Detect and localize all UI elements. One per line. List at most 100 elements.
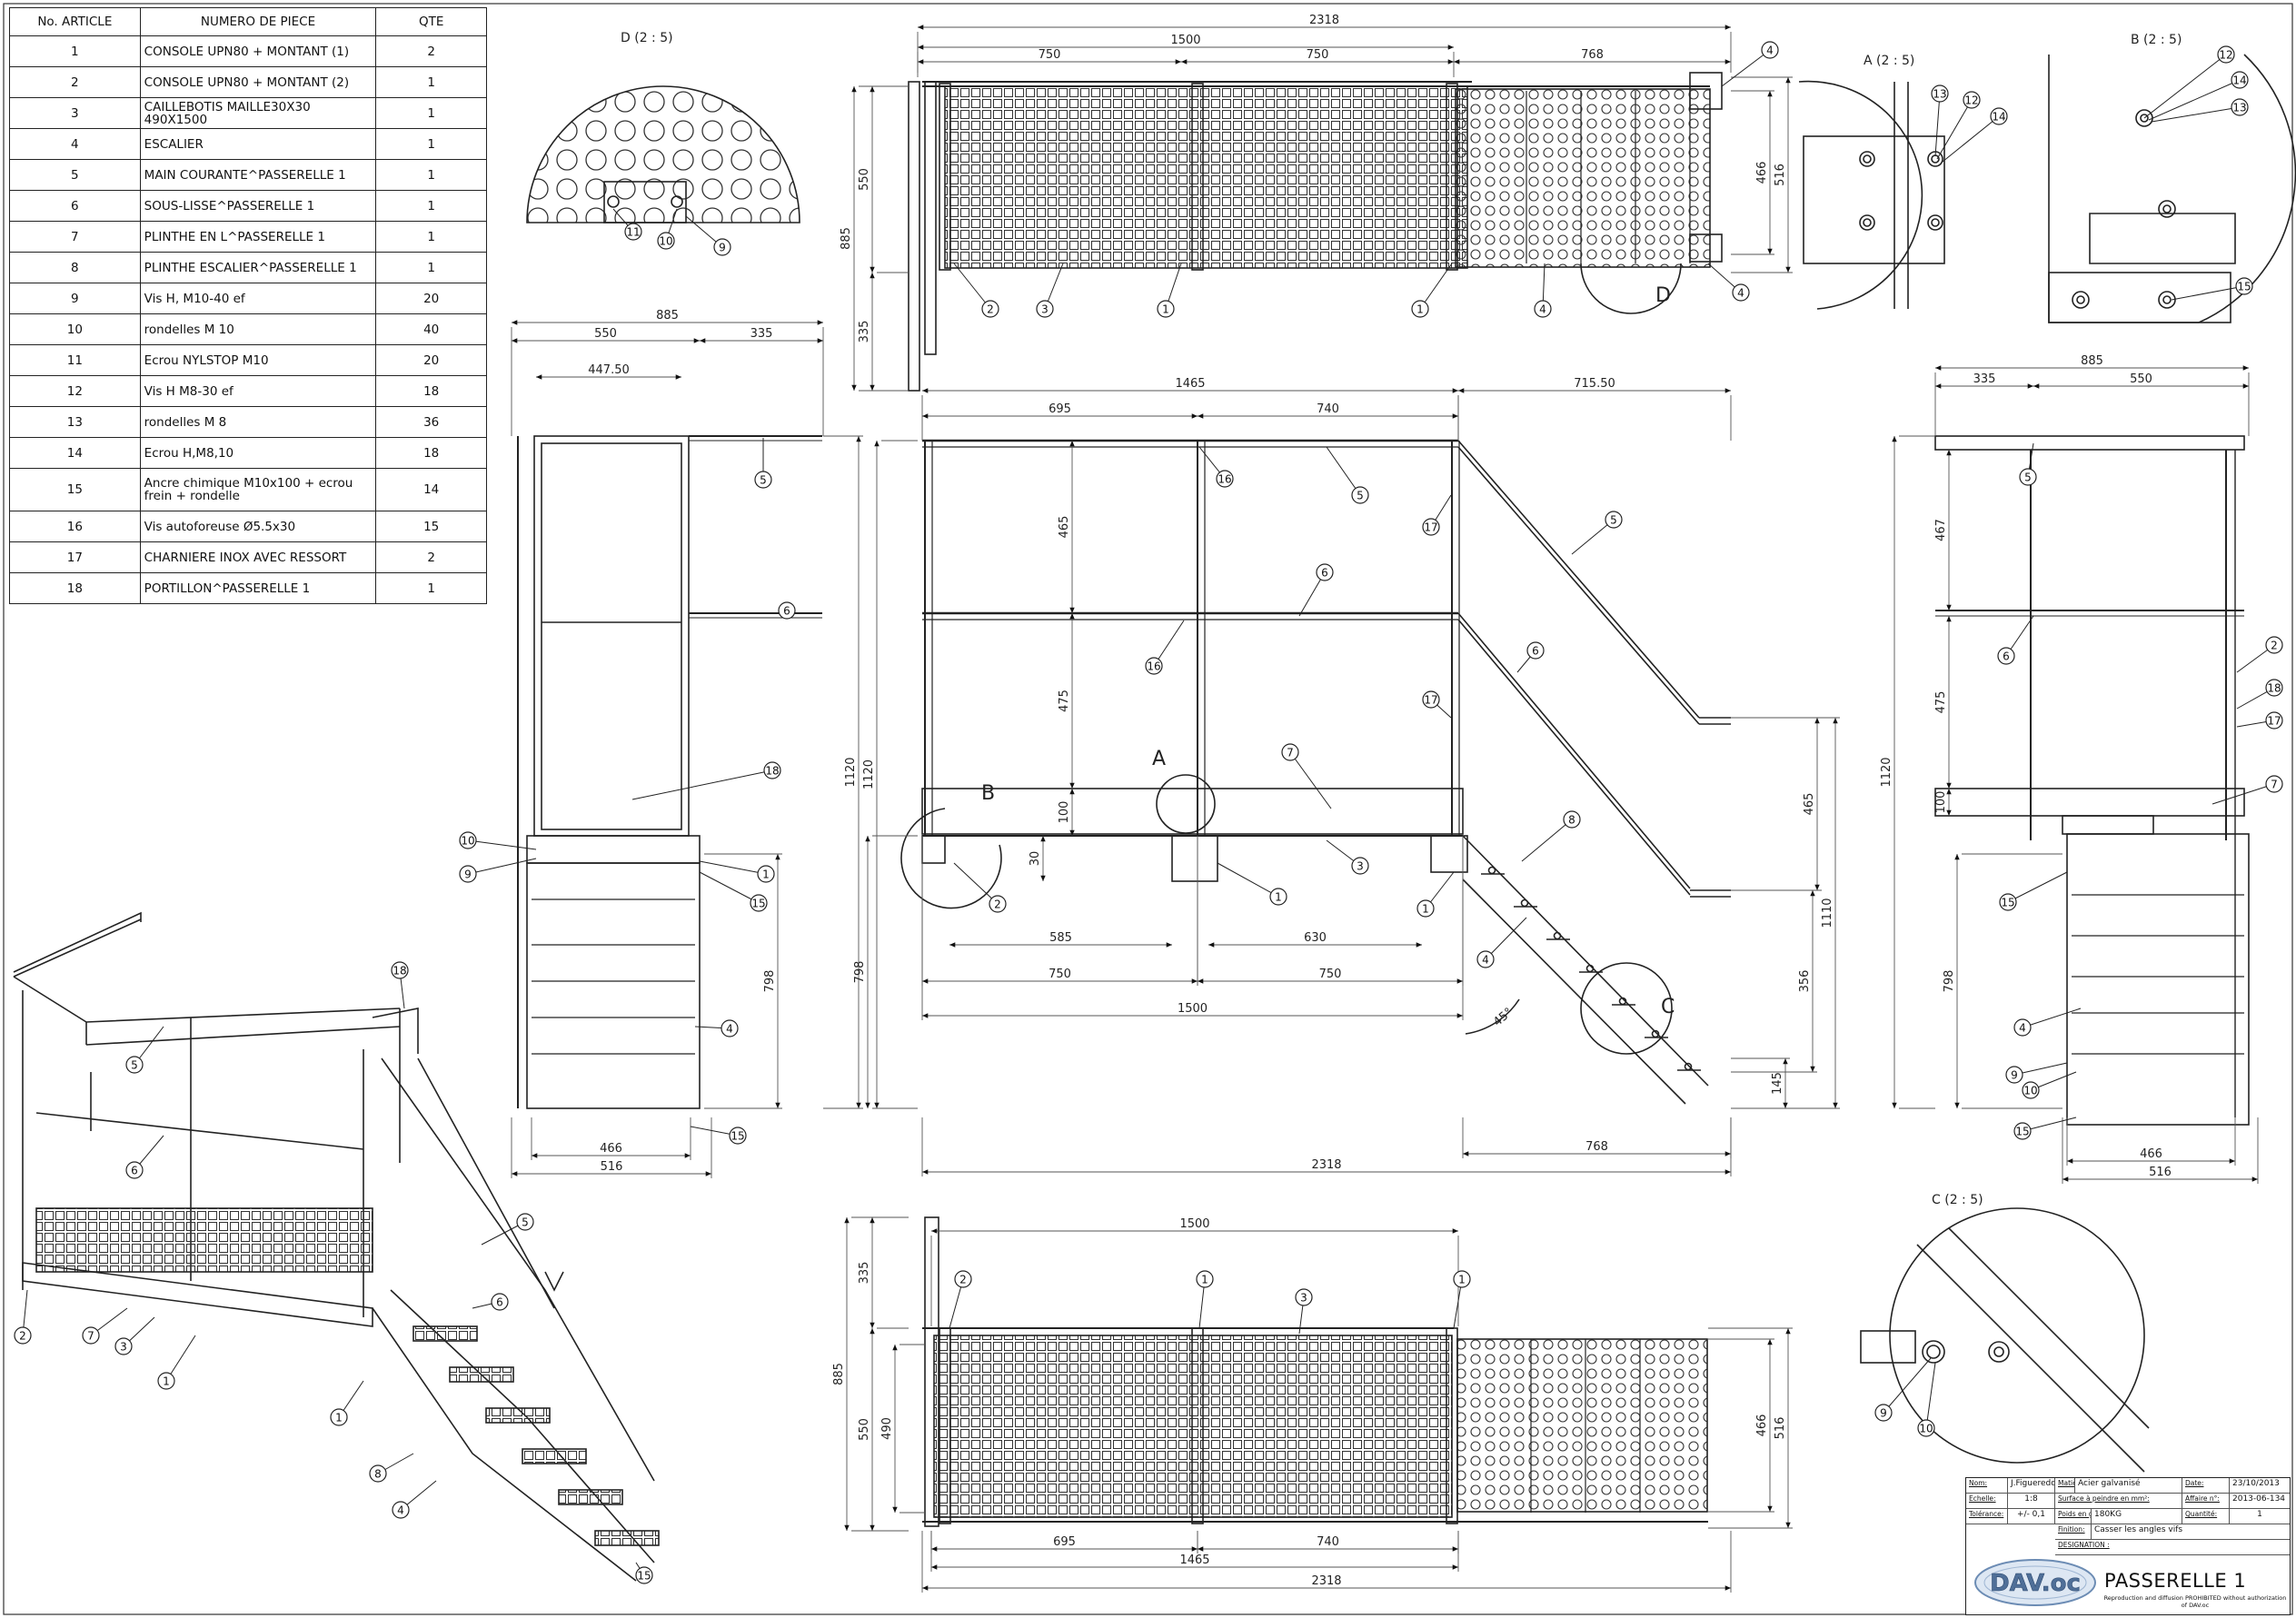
part-balloon: 6 — [1997, 615, 2034, 665]
svg-text:14: 14 — [1992, 111, 2005, 124]
dimension-vertical — [823, 435, 863, 1109]
dimension-value: 768 — [1581, 48, 1604, 62]
detail-a-marker-circle — [1156, 774, 1216, 834]
bom-article-no: 6 — [9, 190, 141, 222]
dimension-value: 516 — [601, 1160, 623, 1174]
dimension-vertical — [870, 1327, 909, 1532]
dimension-vertical — [1708, 1327, 1793, 1529]
bottom-post — [1191, 1327, 1204, 1524]
bom-article-no: 1 — [9, 35, 141, 67]
part-balloon: 4 — [1721, 41, 1779, 87]
dimension-value: 466 — [1755, 162, 1769, 184]
part-balloon: 13 — [1931, 84, 1949, 157]
right-toeboard — [1934, 788, 2245, 817]
bom-article-no: 9 — [9, 283, 141, 314]
part-balloon: 1 — [330, 1380, 364, 1426]
iso-rail-2 — [13, 918, 142, 978]
bottom-post — [1446, 1327, 1458, 1524]
svg-text:10: 10 — [659, 235, 672, 248]
bolt-circle — [1651, 1029, 1660, 1038]
gate-frame — [533, 435, 690, 837]
svg-text:15: 15 — [2237, 281, 2251, 293]
part-balloon: 18 — [631, 761, 781, 800]
svg-text:4: 4 — [1737, 287, 1744, 300]
detail-c-title: C (2 : 5) — [1932, 1193, 1983, 1207]
stair-treads-top — [1455, 88, 1711, 268]
outline-path — [417, 1057, 555, 1309]
part-balloon: 5 — [754, 438, 772, 489]
front-toeboard — [921, 788, 1464, 835]
svg-text:17: 17 — [1424, 694, 1437, 707]
svg-text:1: 1 — [1458, 1274, 1466, 1286]
part-balloon: 3 — [1295, 1288, 1313, 1335]
part-balloon: 6 — [125, 1135, 164, 1179]
bolt-circle — [2162, 204, 2172, 213]
iso-tread — [594, 1530, 660, 1546]
bolt-circle — [1585, 964, 1595, 973]
part-balloon: 2 — [953, 263, 999, 318]
part-balloon: 10 — [657, 208, 678, 250]
bottom-stair-treads — [1456, 1338, 1708, 1513]
iso-toeboard — [22, 1262, 373, 1327]
part-balloon: 8 — [1521, 810, 1581, 862]
bom-quantity: 2 — [375, 541, 487, 573]
dimension-value: 466 — [1755, 1415, 1769, 1437]
iso-deck — [35, 1207, 373, 1273]
dimension-value: 768 — [1585, 1140, 1608, 1154]
part-balloon: 4 — [1707, 263, 1750, 302]
part-balloon: 10 — [459, 831, 537, 850]
bolt-circle — [2076, 295, 2085, 304]
svg-text:4: 4 — [397, 1504, 404, 1517]
tb-echelle: 1:8 — [2024, 1494, 2038, 1504]
right-stair — [2066, 833, 2250, 1126]
svg-text:3: 3 — [1300, 1292, 1307, 1305]
svg-text:1: 1 — [1416, 303, 1424, 316]
bom-header-article: No. ARTICLE — [9, 7, 141, 36]
svg-text:15: 15 — [751, 898, 765, 910]
tb-affaire: 2013-06-134 — [2232, 1494, 2286, 1504]
svg-text:4: 4 — [2019, 1022, 2026, 1035]
svg-text:3: 3 — [1041, 303, 1049, 316]
bolt-circle — [2072, 291, 2090, 309]
detail-a-plate — [1803, 135, 1945, 264]
bolt-circle — [671, 195, 683, 208]
stair-handrail — [1457, 440, 1700, 719]
dimension-value: 1110 — [1821, 898, 1834, 928]
bolt-circle — [1863, 154, 1872, 164]
part-balloon: 5 — [1326, 446, 1369, 504]
svg-text:3: 3 — [120, 1341, 127, 1354]
dimension-value: 740 — [1317, 1535, 1339, 1549]
bom-header-qty: QTE — [375, 7, 487, 36]
front-console — [1171, 835, 1218, 882]
bom-article-no: 2 — [9, 66, 141, 98]
svg-text:1: 1 — [335, 1412, 343, 1424]
detail-c-circle — [1889, 1207, 2145, 1464]
angle-arc — [1465, 998, 1520, 1035]
dimension-vertical — [851, 85, 909, 392]
svg-text:12: 12 — [1964, 94, 1978, 107]
dimension-horizontal — [511, 1117, 712, 1178]
bom-article-no: 10 — [9, 313, 141, 345]
dimension-value: 750 — [1319, 968, 1342, 981]
part-balloon: 15 — [2013, 1117, 2077, 1140]
bolt-circle — [2162, 295, 2172, 304]
bolt-circle — [1487, 866, 1496, 875]
dimension-value: 30 — [1029, 851, 1042, 867]
detail-d-circle — [1580, 263, 1682, 314]
bom-part-name: rondelles M 8 — [139, 406, 377, 438]
detail-c-marker: C — [1661, 996, 1675, 1018]
dimension-vertical — [1731, 76, 1793, 273]
svg-text:15: 15 — [637, 1570, 651, 1583]
bom-article-no: 17 — [9, 541, 141, 573]
bom-quantity: 1 — [375, 221, 487, 253]
bom-part-name: Vis autoforeuse Ø5.5x30 — [139, 511, 377, 542]
part-balloon: 8 — [369, 1453, 414, 1483]
dimension-vertical — [892, 1344, 925, 1514]
part-balloon: 1 — [157, 1335, 196, 1390]
